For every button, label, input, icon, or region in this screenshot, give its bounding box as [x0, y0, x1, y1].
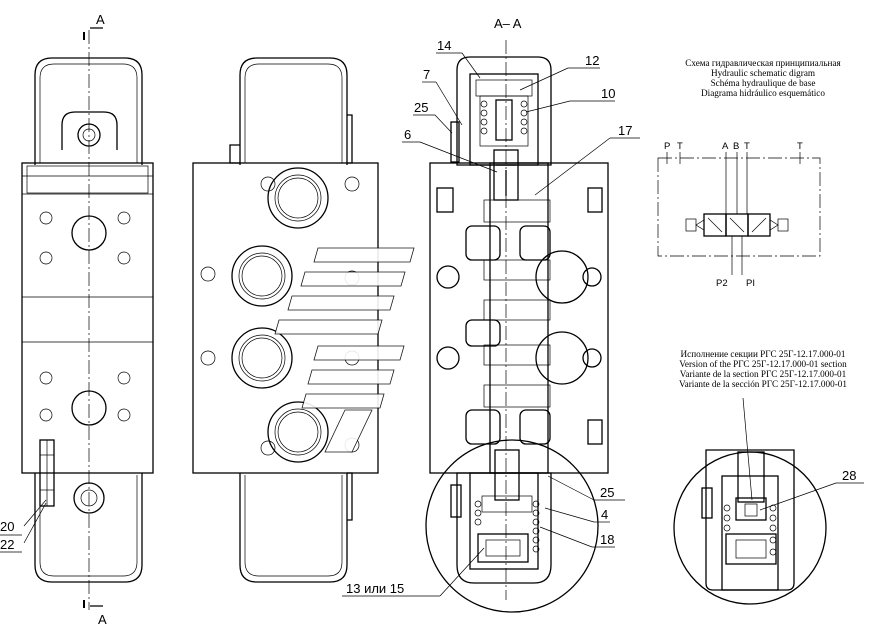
port-p1: PI	[746, 278, 755, 289]
callout-6: 6	[404, 127, 411, 142]
version-caption-ru: Исполнение секции РГС 25Г-12.17.000-01	[681, 349, 846, 359]
watermark-logo	[274, 247, 415, 453]
port-a: A	[722, 141, 729, 152]
callout-22: 22	[0, 537, 14, 552]
port-b: B	[733, 141, 739, 152]
callout-25a: 25	[414, 100, 428, 115]
section-title: A– A	[494, 16, 522, 31]
port-t1: T	[677, 141, 683, 152]
version-caption-es: Variante de la sección РГС 25Г-12.17.000…	[679, 379, 847, 389]
version-detail: Исполнение секции РГС 25Г-12.17.000-01 V…	[673, 349, 864, 605]
callout-13-or-15: 13 или 15	[346, 581, 404, 596]
upper-spring	[480, 100, 528, 135]
callout-10: 10	[601, 86, 615, 101]
section-mark-a-bottom: A	[98, 612, 107, 627]
schematic-caption-es: Diagrama hidráulico esquemático	[701, 88, 825, 98]
callout-18: 18	[600, 532, 614, 547]
bolt-holes-side	[39, 211, 131, 422]
port-t3: T	[797, 141, 803, 152]
callout-28: 28	[842, 468, 856, 483]
callout-7: 7	[423, 67, 430, 82]
front-view	[192, 57, 379, 583]
callout-12: 12	[585, 53, 599, 68]
callout-20: 20	[0, 519, 14, 534]
schematic-caption-ru: Схема гидравлическая принципиальная	[685, 58, 841, 68]
version-caption-en: Version of the РГС 25Г-12.17.000-01 sect…	[679, 359, 847, 369]
callout-25b: 25	[600, 485, 614, 500]
callout-14: 14	[437, 38, 451, 53]
callout-4: 4	[601, 507, 608, 522]
version-caption-fr: Variante de la section РГС 25Г-12.17.000…	[680, 369, 847, 379]
schematic-caption-fr: Schéma hydraulique de base	[711, 78, 816, 88]
callout-17: 17	[618, 123, 632, 138]
lower-spring	[474, 500, 540, 553]
spool-lands	[483, 199, 551, 408]
bolt-holes-front	[200, 176, 360, 456]
section-mark-a-top: A	[96, 12, 105, 27]
schematic-caption-en: Hydraulic schematic digram	[711, 68, 815, 78]
hydraulic-schematic: Схема гидравлическая принципиальная Hydr…	[657, 58, 842, 289]
side-view: A A 20	[0, 12, 154, 627]
port-p: P	[664, 141, 670, 152]
section-a-a: A– A	[342, 16, 640, 613]
port-p2: P2	[716, 278, 728, 289]
port-t2: T	[744, 141, 750, 152]
